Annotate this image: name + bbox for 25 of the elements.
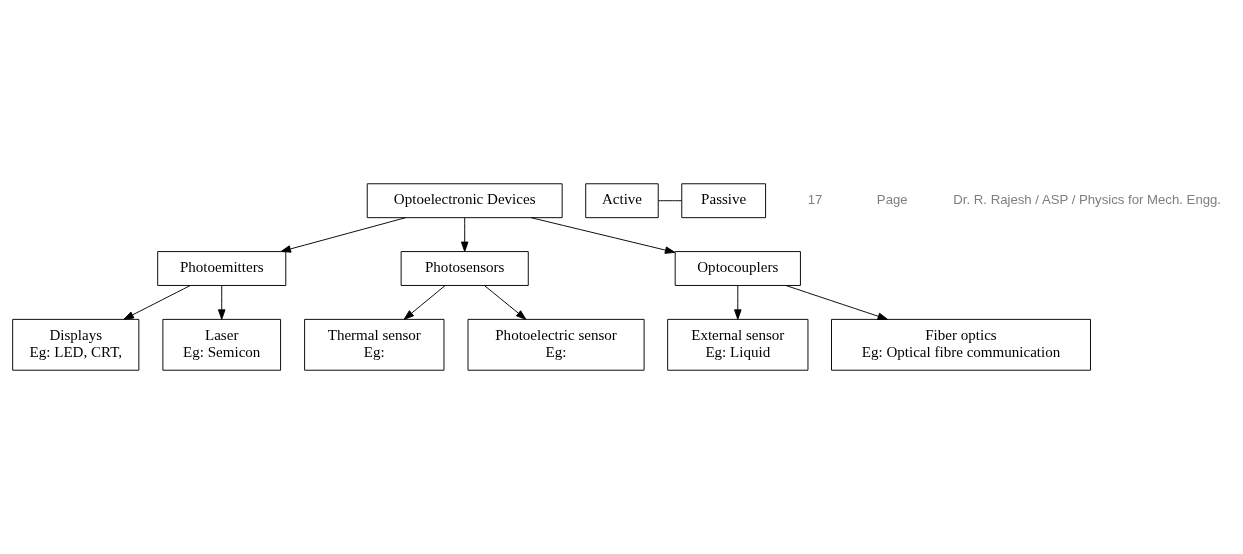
node-box: Photosensors xyxy=(400,251,529,286)
arrow xyxy=(460,217,469,252)
node-box: Passive xyxy=(681,183,767,219)
node-box: Fiber optics Eg: Optical fibre communication xyxy=(831,318,1091,371)
arrow xyxy=(217,285,226,320)
arrow xyxy=(785,285,888,320)
connector xyxy=(658,200,683,202)
node-box: External sensor Eg: Liquid xyxy=(667,318,809,371)
node-box: Thermal sensor Eg: xyxy=(304,318,445,371)
label: Dr. R. Rajesh / ASP / Physics for Mech. Engg. xyxy=(953,192,1222,208)
node-box: Laser Eg: Semicon xyxy=(162,318,282,371)
label: 17 xyxy=(807,192,823,208)
arrow xyxy=(280,217,407,253)
node-box: Optocouplers xyxy=(674,251,801,286)
node-box: Displays Eg: LED, CRT, xyxy=(12,318,140,371)
arrow xyxy=(734,285,742,320)
node-box: Active xyxy=(585,183,659,219)
node-box: Photoelectric sensor Eg: xyxy=(467,318,645,371)
arrow xyxy=(530,217,676,254)
arrow xyxy=(123,285,191,320)
node-box: Optoelectronic Devices xyxy=(366,183,563,219)
label: Page xyxy=(876,192,908,208)
arrow xyxy=(403,285,446,320)
node-box: Photoemitters xyxy=(157,251,287,286)
arrow xyxy=(484,285,527,320)
